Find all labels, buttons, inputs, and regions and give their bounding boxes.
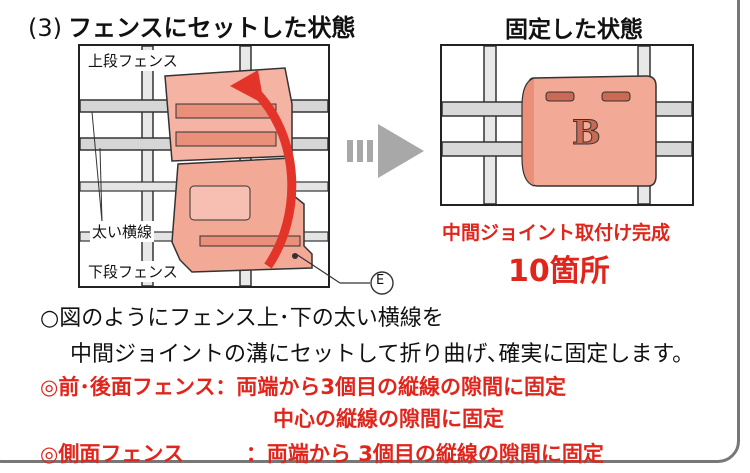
lower-fence-label: 下段フェンス [86, 261, 180, 282]
completion-caption: 中間ジョイント取付け完成 [442, 222, 671, 244]
upper-fence-label: 上段フェンス [86, 50, 180, 71]
side-text-1: ：両端から 3個目の縦線の隙間に固定 [245, 442, 604, 466]
svg-text:B: B [572, 113, 601, 153]
step-number: (3) [28, 14, 62, 42]
side-note: ◎側面フェンス ：両端から 3個目の縦線の隙間に固定 [40, 438, 604, 468]
front-back-text-2: 中心の縦線の隙間に固定 [273, 407, 504, 431]
fixed-state-title: 固定した状態 [505, 17, 643, 43]
step-title: フェンスにセットした状態 [68, 14, 356, 42]
side-label: ◎側面フェンス [40, 442, 184, 466]
front-back-note: ◎前･後面フェンス：両端から3個目の縦線の隙間に固定 [40, 371, 566, 401]
step-heading: (3)フェンスにセットした状態 [28, 8, 356, 43]
count-caption: 10箇所 [508, 254, 610, 289]
front-back-text-1: ：両端から3個目の縦線の隙間に固定 [215, 375, 567, 399]
callout-e: E [376, 273, 385, 288]
fixed-state-illustration: B [440, 44, 694, 206]
instruction-line-2: 中間ジョイントの溝にセットして折り曲げ､確実に固定します。 [70, 342, 695, 367]
fixed-state-drawing: B [442, 46, 692, 204]
fence-set-drawing [80, 46, 328, 286]
fence-set-illustration: 上段フェンス 太い横線 下段フェンス [78, 44, 330, 288]
front-back-label: ◎前･後面フェンス [40, 375, 216, 399]
instruction-line-1: ○図のようにフェンス上･下の太い横線を [40, 306, 444, 331]
outer-frame [0, 0, 740, 463]
thick-wire-label: 太い横線 [90, 221, 155, 242]
